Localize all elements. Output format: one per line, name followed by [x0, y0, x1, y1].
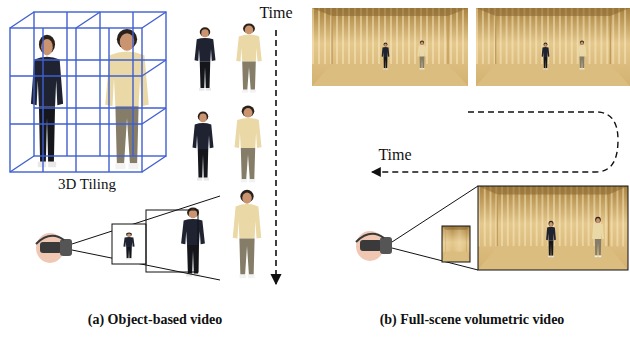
axis-label: Time [378, 146, 411, 164]
subfigure-caption: (a) Object-based video [88, 312, 223, 327]
part-label: 3D Tiling [58, 176, 116, 193]
axis-label: Time [259, 4, 292, 22]
subfigure-caption: (b) Full-scene volumetric video [380, 312, 565, 327]
